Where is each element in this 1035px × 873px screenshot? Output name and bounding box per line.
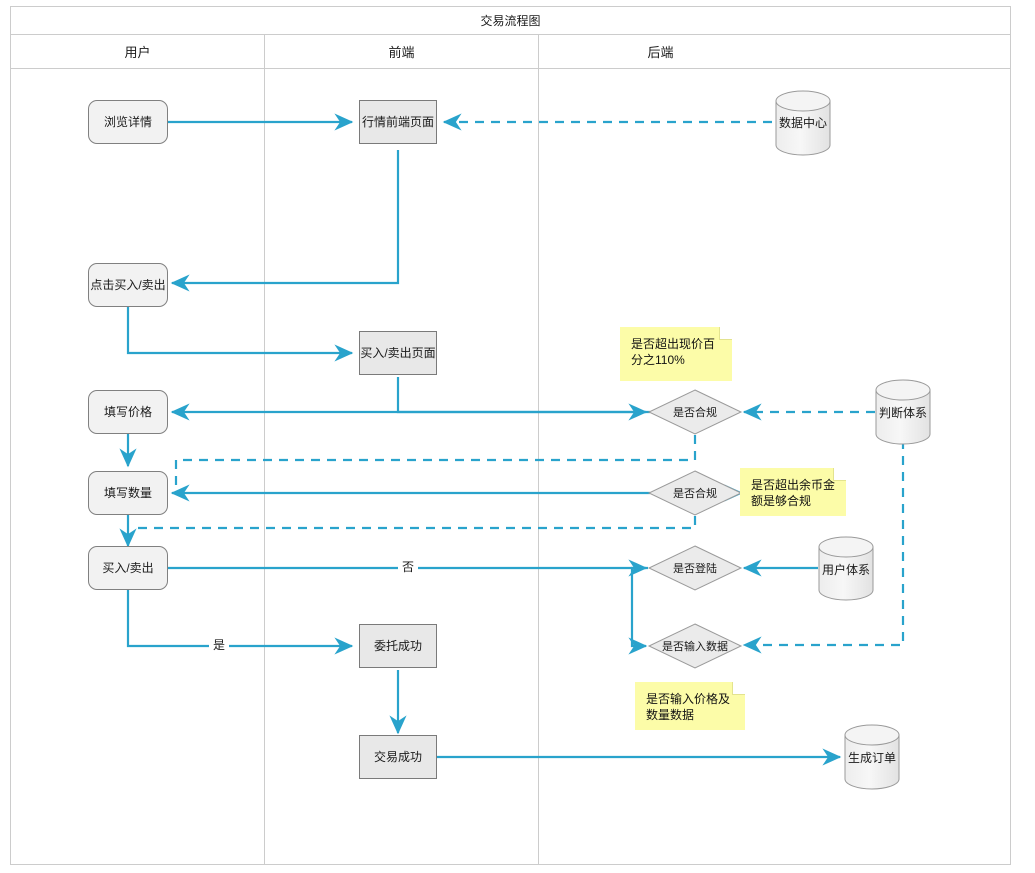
- edge-buysell-yes-to-ordersuccess: [126, 590, 354, 655]
- note-balance-text: 是否超出余币金额是够合规: [751, 478, 836, 509]
- edge-judgment-to-dataentered: [742, 440, 905, 654]
- node-buy-sell-page[interactable]: 买入/卖出页面: [359, 331, 437, 375]
- edge-login-to-dataentered: [628, 566, 648, 655]
- node-browse-detail[interactable]: 浏览详情: [88, 100, 168, 144]
- edge-compliant-qty-loop: [132, 516, 697, 530]
- edge-label-no: 否: [398, 558, 419, 575]
- diamond-is-compliant-price: [647, 389, 743, 435]
- datastore-shapes: [775, 90, 931, 790]
- edge-label-yes: 是: [209, 636, 230, 653]
- diamond-is-compliant-qty: [647, 470, 743, 516]
- edge-compliant-price-loop: [174, 435, 697, 495]
- diamond-is-data-entered: [647, 623, 743, 669]
- edge-market-to-click: [170, 150, 400, 292]
- node-fill-quantity[interactable]: 填写数量: [88, 471, 168, 515]
- lane-header-backend: 后端: [647, 45, 674, 60]
- note-price-limit-text: 是否超出现价百分之110%: [631, 337, 716, 368]
- node-buy-sell[interactable]: 买入/卖出: [88, 546, 168, 590]
- note-input-data-text: 是否输入价格及数量数据: [646, 692, 731, 723]
- lane-header-user: 用户: [124, 45, 151, 60]
- note-price-limit: 是否超出现价百分之110%: [620, 327, 732, 381]
- note-fold-corner-icon: [833, 468, 846, 481]
- diagram-title: 交易流程图: [480, 14, 541, 28]
- node-order-success[interactable]: 委托成功: [359, 624, 437, 668]
- node-fill-price[interactable]: 填写价格: [88, 390, 168, 434]
- cylinder-judgment-system: [875, 379, 931, 445]
- note-input-data: 是否输入价格及数量数据: [635, 682, 745, 730]
- node-trade-success[interactable]: 交易成功: [359, 735, 437, 779]
- cylinder-generate-order: [844, 724, 900, 790]
- connectors: [119, 113, 905, 766]
- note-balance: 是否超出余币金额是够合规: [740, 468, 846, 516]
- note-fold-corner-icon: [719, 327, 732, 340]
- node-market-front-page[interactable]: 行情前端页面: [359, 100, 437, 144]
- decision-shapes: [647, 389, 743, 669]
- diamond-is-logged-in: [647, 545, 743, 591]
- note-fold-corner-icon: [732, 682, 745, 695]
- cylinder-user-system: [818, 536, 874, 601]
- edge-click-to-page: [126, 307, 354, 362]
- swimlane-frame: [10, 6, 1011, 865]
- cylinder-data-center: [775, 90, 831, 156]
- lane-header-frontend: 前端: [388, 45, 415, 60]
- node-click-buy-sell[interactable]: 点击买入/卖出: [88, 263, 168, 307]
